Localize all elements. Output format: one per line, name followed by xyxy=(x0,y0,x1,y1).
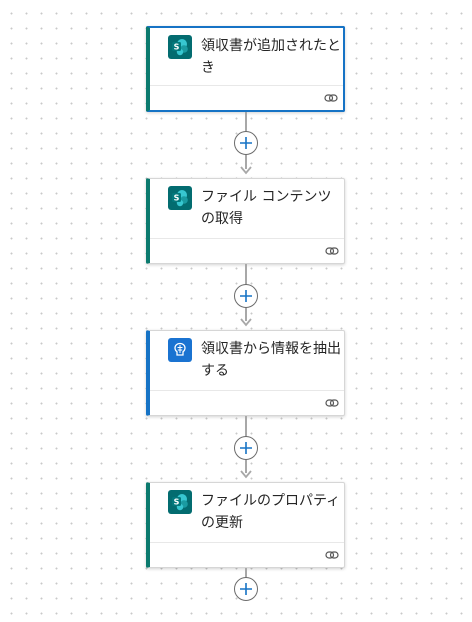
sharepoint-icon: S xyxy=(168,490,192,514)
add-step-button[interactable] xyxy=(234,131,258,155)
flow-step-title: 領収書から情報を抽出する xyxy=(201,341,341,379)
flow-step-when-receipt-added[interactable]: S 領収書が追加されたとき xyxy=(146,26,345,112)
arrow-down-icon xyxy=(240,166,252,175)
flow-step-footer xyxy=(150,542,344,567)
svg-text:S: S xyxy=(174,497,180,506)
flow-step-title: ファイルのプロパティの更新 xyxy=(201,493,341,531)
flow-step-extract-receipt-info[interactable]: 領収書から情報を抽出する xyxy=(146,330,345,416)
flow-step-title: ファイル コンテンツの取得 xyxy=(201,189,332,227)
sharepoint-icon: S xyxy=(168,186,192,210)
flow-step-update-file-properties[interactable]: S ファイルのプロパティの更新 xyxy=(146,482,345,568)
flow-step-footer xyxy=(150,390,344,415)
add-step-button[interactable] xyxy=(234,436,258,460)
ai-builder-icon xyxy=(168,338,192,362)
flow-step-footer xyxy=(150,238,344,263)
arrow-down-icon xyxy=(240,470,252,479)
link-icon[interactable] xyxy=(324,91,338,105)
plus-icon xyxy=(240,583,252,595)
svg-text:S: S xyxy=(174,193,180,202)
arrow-down-icon xyxy=(240,318,252,327)
add-step-button[interactable] xyxy=(234,577,258,601)
flow-step-title: 領収書が追加されたとき xyxy=(201,38,341,76)
add-step-button[interactable] xyxy=(234,284,258,308)
sharepoint-icon: S xyxy=(168,35,192,59)
link-icon[interactable] xyxy=(325,548,339,562)
flow-step-get-file-content[interactable]: S ファイル コンテンツの取得 xyxy=(146,178,345,264)
plus-icon xyxy=(240,442,252,454)
svg-text:S: S xyxy=(174,42,180,51)
link-icon[interactable] xyxy=(325,396,339,410)
link-icon[interactable] xyxy=(325,244,339,258)
flow-connector xyxy=(245,568,247,578)
plus-icon xyxy=(240,137,252,149)
plus-icon xyxy=(240,290,252,302)
flow-step-footer xyxy=(150,85,343,110)
